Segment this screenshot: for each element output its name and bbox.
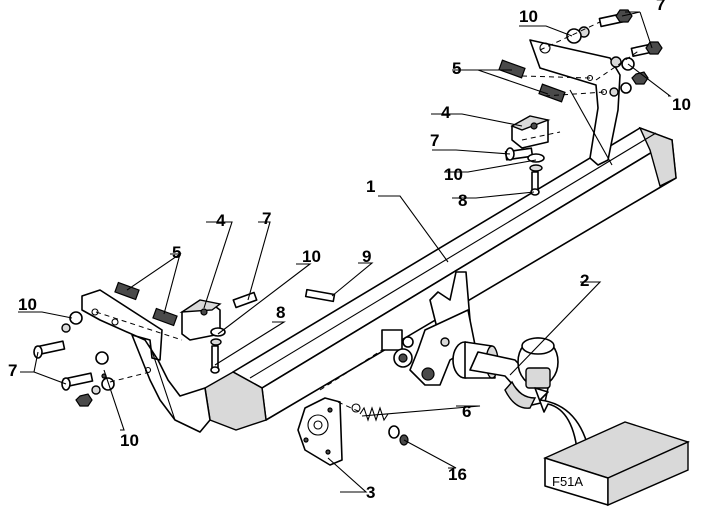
label-part-10-leftup: 10	[302, 247, 321, 266]
label-part-7-topright: 7	[656, 0, 665, 14]
label-part-5-top: 5	[452, 59, 461, 78]
label-part-4-left: 4	[216, 211, 226, 230]
label-part-16: 16	[448, 465, 467, 484]
leader-lines	[18, 11, 672, 493]
beam-boss	[381, 329, 414, 368]
bolt-mid-top	[504, 147, 545, 196]
f51a-box: F51A	[543, 421, 690, 507]
label-part-7-leftup: 7	[262, 209, 271, 228]
label-part-10-mid: 10	[444, 165, 463, 184]
label-part-10-bottom: 10	[120, 431, 139, 450]
label-part-10-topleft: 10	[519, 7, 538, 26]
label-part-10-left: 10	[18, 295, 37, 314]
label-part-8-left: 8	[276, 303, 285, 322]
assembly-lines	[95, 21, 641, 413]
curved-arrow	[534, 387, 591, 459]
label-part-7-left: 7	[8, 361, 17, 380]
label-part-4-top: 4	[441, 103, 451, 122]
label-part-1: 1	[366, 177, 375, 196]
spring	[359, 406, 409, 446]
label-part-5-left: 5	[172, 243, 181, 262]
label-part-2: 2	[580, 271, 589, 290]
label-part-6: 6	[462, 402, 471, 421]
label-part-3: 3	[366, 483, 375, 502]
label-part-7-mid: 7	[430, 131, 439, 150]
clip-nuts-top	[498, 59, 566, 103]
label-part-10-right: 10	[672, 95, 691, 114]
towball-arm	[469, 337, 559, 409]
left-side-plate	[81, 289, 211, 433]
bolts-top-right	[566, 9, 663, 97]
label-part-9: 9	[362, 247, 371, 266]
socket-plate	[297, 397, 361, 466]
part-numbers: 1 2 3 4 4 5 5 6 7 7 7 7 8 8 9 10 10 10 1…	[8, 0, 691, 502]
bolts-left	[33, 288, 336, 407]
f51a-label: F51A	[552, 474, 583, 489]
cross-beam	[204, 126, 677, 431]
right-side-plate	[529, 39, 621, 166]
label-part-8-top: 8	[458, 191, 467, 210]
clip-nuts-left	[114, 281, 178, 327]
bracket-top	[510, 115, 551, 149]
